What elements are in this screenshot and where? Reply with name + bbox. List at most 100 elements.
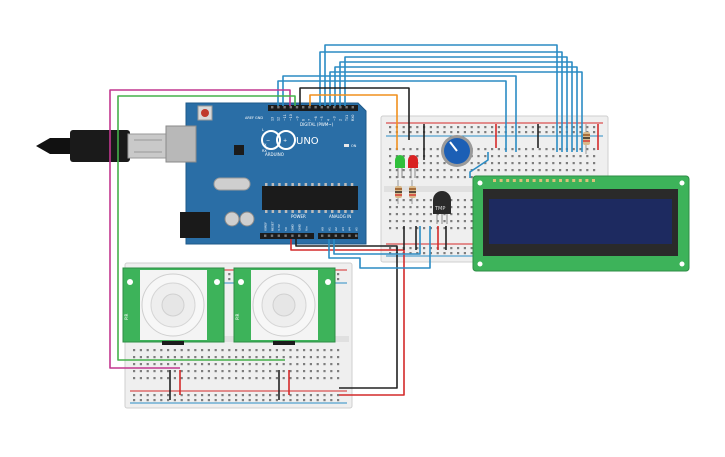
wire-blue-lcd-8[interactable] xyxy=(277,80,507,152)
breadboard-right-hole-50 xyxy=(518,131,521,134)
chip-leg-top-13 xyxy=(350,183,354,186)
breadboard-bottom-hole-207 xyxy=(275,377,278,380)
breadboard-bottom-hole-134 xyxy=(201,363,204,366)
lcd-pin-9[interactable] xyxy=(545,179,549,182)
breadboard-right-hole-35 xyxy=(416,131,419,134)
breadboard-right-hole-353 xyxy=(470,227,473,230)
breadboard-bottom-hole-202 xyxy=(241,377,244,380)
digital-pin-1[interactable] xyxy=(277,106,280,109)
analog-pin-0[interactable] xyxy=(321,234,324,237)
chip-leg-top-12 xyxy=(344,183,347,186)
wire-blue-analog-2[interactable] xyxy=(333,226,421,255)
digital-pin-label-10: ~3 xyxy=(333,116,337,121)
power-pin-4[interactable] xyxy=(291,234,294,237)
breadboard-bottom-hole-191 xyxy=(167,377,170,380)
digital-pin-11[interactable] xyxy=(339,106,342,109)
breadboard-right-hole-315 xyxy=(423,220,426,223)
pir-sensor-1-hole-1 xyxy=(127,279,133,285)
breadboard-bottom-hole-249 xyxy=(139,399,142,402)
lcd-pin-3[interactable] xyxy=(506,179,510,182)
arduino-logo-left xyxy=(261,130,281,150)
digital-pin-label-4: ~9 xyxy=(295,116,299,121)
digital-pin-12[interactable] xyxy=(345,106,348,109)
breadboard-right-hole-254 xyxy=(429,206,432,209)
lcd-pin-15[interactable] xyxy=(585,179,589,182)
lcd-pin-7[interactable] xyxy=(532,179,536,182)
tmp-sensor-body xyxy=(433,191,451,214)
breadboard-bottom-hole-94 xyxy=(139,356,142,359)
breadboard-bottom-hole-130 xyxy=(173,363,176,366)
breadboard-bottom-hole-136 xyxy=(214,363,217,366)
analog-pin-5[interactable] xyxy=(355,234,358,237)
breadboard-right-hole-89 xyxy=(572,148,575,151)
power-pin-6[interactable] xyxy=(304,234,308,237)
lcd-pin-4[interactable] xyxy=(512,179,516,182)
lcd-pin-14[interactable] xyxy=(578,179,582,182)
breadboard-bottom-hole-141 xyxy=(248,363,251,366)
lcd-pin-8[interactable] xyxy=(539,179,543,182)
breadboard-bottom-hole-204 xyxy=(255,377,258,380)
breadboard-right-hole-219 xyxy=(402,199,405,202)
analog-pin-2[interactable] xyxy=(334,234,337,237)
digital-pin-13[interactable] xyxy=(351,106,354,109)
wire-blue-pot[interactable] xyxy=(469,152,489,178)
breadboard-bottom-hole-205 xyxy=(262,377,265,380)
pir-sensor-2-hole-2 xyxy=(325,279,331,285)
breadboard-bottom-hole-81 xyxy=(262,349,265,352)
breadboard-right-hole-188 xyxy=(402,176,405,179)
lcd-pin-5[interactable] xyxy=(519,179,523,182)
digital-pin-6[interactable] xyxy=(308,106,311,109)
analog-pin-4[interactable] xyxy=(348,234,351,237)
reset-button-cap[interactable] xyxy=(201,109,209,117)
power-pin-2[interactable] xyxy=(277,234,280,237)
lcd-pin-10[interactable] xyxy=(552,179,556,182)
lcd-pin-13[interactable] xyxy=(572,179,576,182)
digital-pin-5[interactable] xyxy=(302,106,305,109)
power-pin-1[interactable] xyxy=(270,234,274,237)
digital-pin-7[interactable] xyxy=(314,106,317,109)
wire-blue-lcd-6[interactable] xyxy=(319,51,563,152)
power-pin-label-6: Vin xyxy=(304,226,308,231)
wire-green-pir[interactable] xyxy=(117,95,296,361)
wire-blue-analog[interactable] xyxy=(328,226,431,269)
wire-blue-lcd-4[interactable] xyxy=(329,71,583,152)
wire-blue-lcd-3[interactable] xyxy=(334,66,578,152)
analog-pin-1[interactable] xyxy=(327,234,331,237)
breadboard-bottom-hole-264 xyxy=(241,399,244,402)
power-pin-label-3: 5V xyxy=(284,226,288,231)
wire-black-gnd-top[interactable] xyxy=(299,87,410,140)
digital-pin-10[interactable] xyxy=(333,106,336,109)
potentiometer[interactable] xyxy=(441,135,473,167)
lcd-pin-6[interactable] xyxy=(526,179,529,182)
lcd-pin-12[interactable] xyxy=(565,179,569,182)
analog-pin-3[interactable] xyxy=(341,234,344,237)
power-pin-0[interactable] xyxy=(264,234,267,237)
breadboard-bottom-hole-184 xyxy=(330,370,333,373)
wire-black-gnd[interactable] xyxy=(295,239,398,389)
breadboard-right-hole-107 xyxy=(484,155,487,158)
arduino-board-pcb xyxy=(185,102,367,245)
breadboard-right-hole-380 xyxy=(443,247,446,250)
lcd-pin-11[interactable] xyxy=(559,179,562,182)
digital-pin-8[interactable] xyxy=(320,106,323,109)
on-label: ON xyxy=(351,144,357,148)
digital-pin-9[interactable] xyxy=(326,106,330,109)
breadboard-bottom-hole-217 xyxy=(133,394,136,397)
wire-blue-lcd-2[interactable] xyxy=(339,61,573,152)
lcd-mount-hole-4 xyxy=(679,261,685,267)
digital-pin-2[interactable] xyxy=(283,106,286,109)
wire-orange-led[interactable] xyxy=(309,94,398,150)
digital-pin-0[interactable] xyxy=(271,106,274,109)
breadboard-bottom-hole-102 xyxy=(194,356,197,359)
digital-pin-3[interactable] xyxy=(289,106,292,109)
breadboard-bottom-hole-174 xyxy=(262,370,265,373)
power-pin-5[interactable] xyxy=(298,234,301,237)
breadboard-bottom-hole-157 xyxy=(146,370,149,373)
lcd-pin-2[interactable] xyxy=(499,179,503,182)
breadboard-right-hole-13 xyxy=(477,126,480,129)
digital-pin-4[interactable] xyxy=(295,106,299,109)
power-pin-3[interactable] xyxy=(284,234,287,237)
lcd-pin-16[interactable] xyxy=(592,179,595,182)
wire-blue-lcd-7[interactable] xyxy=(282,75,517,152)
lcd-pin-1[interactable] xyxy=(493,179,496,182)
